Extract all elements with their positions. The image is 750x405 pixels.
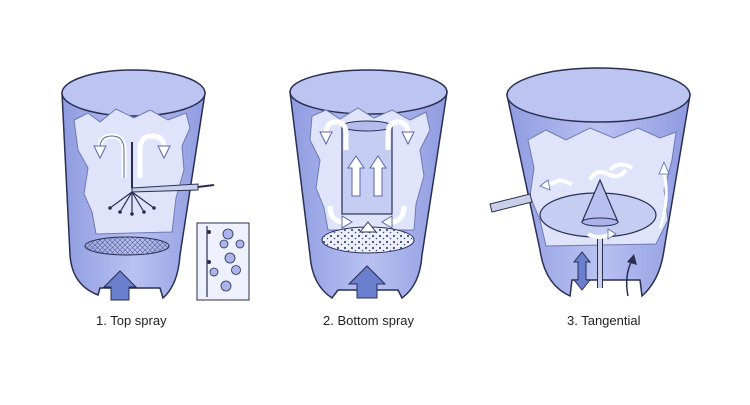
caption-tangential: 3. Tangential xyxy=(567,313,641,328)
bottom-spray-particle-bed xyxy=(321,221,415,254)
top-spray-flow-arrows xyxy=(93,133,171,178)
top-spray-distributor-plate xyxy=(84,236,170,256)
caption-top-spray: 1. Top spray xyxy=(96,313,167,328)
bottom-spray-flow-arrows xyxy=(319,119,415,229)
top-spray-vessel xyxy=(61,69,206,300)
tangential-airflow-arrow xyxy=(572,251,592,291)
tangential-spray-gun xyxy=(489,193,533,213)
spray-nozzle-icon xyxy=(108,191,156,216)
caption-bottom-spray: 2. Bottom spray xyxy=(323,313,415,328)
bottom-spray-airflow-arrow xyxy=(347,265,387,299)
top-spray-nozzle xyxy=(108,142,215,216)
top-spray-inset-detail xyxy=(196,222,250,301)
top-spray-airflow-arrow xyxy=(102,270,138,301)
bottom-spray-wurster-column xyxy=(341,120,393,215)
tangential-flow-arrows xyxy=(539,160,670,297)
tangential-rotor-disc xyxy=(539,178,657,288)
